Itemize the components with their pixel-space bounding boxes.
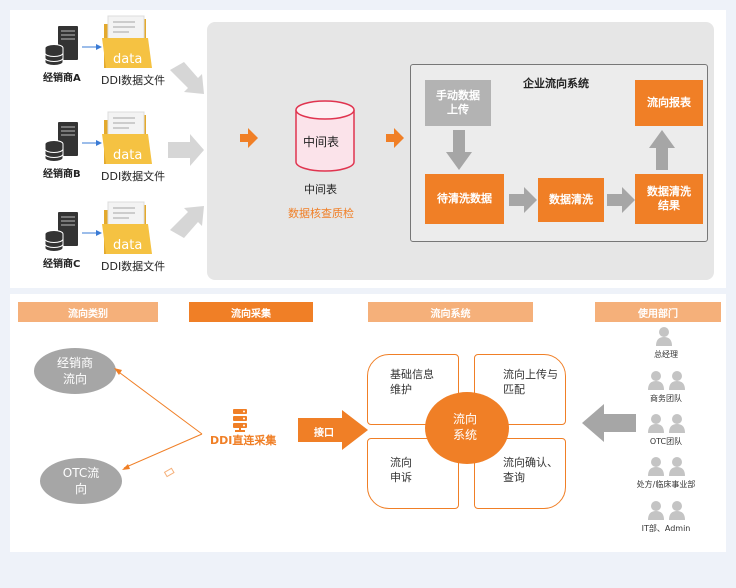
- ddi-file-label: DDI数据文件: [101, 170, 166, 183]
- ddi-collection-label: DDI直连采集: [210, 434, 277, 447]
- folder-data-label: data: [113, 52, 143, 67]
- manual-upload-box: 手动数据上传: [425, 80, 491, 126]
- arrow-right-2: [607, 187, 635, 213]
- category-otc: OTC流向: [40, 458, 122, 504]
- ddi-file-label: DDI数据文件: [101, 74, 166, 87]
- distributor-name: 经销商B: [43, 169, 81, 180]
- folder-icon: [102, 201, 152, 254]
- role-label: 处方/临床事业部: [636, 480, 696, 489]
- petal-bottom-right-text: 流向确认、查询: [503, 456, 558, 484]
- server-database-icon: [44, 122, 78, 162]
- person-icon: [648, 414, 685, 433]
- middle-table-subcaption: 数据核查质检: [288, 207, 354, 220]
- center-circle: [425, 392, 509, 464]
- role-label: 商务团队: [650, 394, 682, 403]
- arrow-to-middle-table: [240, 128, 258, 148]
- role-label: OTC团队: [649, 437, 683, 446]
- header-users: 使用部门: [595, 302, 721, 322]
- users-arrow: [582, 404, 636, 442]
- middle-table-cylinder: [295, 100, 355, 172]
- middle-table-caption: 中间表: [304, 183, 337, 196]
- center-label: 流向系统: [453, 412, 478, 442]
- category-distributor: 经销商流向: [34, 348, 116, 394]
- arrow-up: [649, 130, 675, 170]
- enterprise-system-title: 企业流向系统: [523, 77, 589, 90]
- blue-arrow-icon: [82, 230, 102, 236]
- petal-top-right: 流向上传与匹配: [474, 354, 566, 425]
- server-database-icon: [44, 26, 78, 66]
- server-icon: [233, 409, 247, 432]
- person-icon: [656, 327, 672, 346]
- folder-data-label: data: [113, 238, 143, 253]
- distributor-name: 经销商A: [43, 73, 81, 84]
- header-collection: 流向采集: [189, 302, 313, 322]
- role-label: IT部、Admin: [641, 524, 691, 533]
- interface-label: 接口: [314, 428, 334, 439]
- pending-clean-box: 待清洗数据: [425, 174, 504, 224]
- folder-data-label: data: [113, 148, 143, 163]
- person-icon: [648, 501, 685, 520]
- arrow-to-system: [386, 128, 404, 148]
- arrow-down: [446, 130, 472, 170]
- folder-icon: [102, 111, 152, 164]
- arrow-right-1: [509, 187, 537, 213]
- cylinder-label: 中间表: [303, 135, 340, 149]
- distributor-arrows: [168, 62, 204, 238]
- interface-arrow: [298, 410, 368, 450]
- category-connectors: [114, 368, 203, 478]
- folder-icon: [102, 15, 152, 68]
- report-box: 流向报表: [635, 80, 703, 126]
- server-database-icon: [44, 212, 78, 252]
- clean-result-box: 数据清洗结果: [635, 174, 703, 224]
- header-categories: 流向类别: [18, 302, 158, 322]
- distributor-name: 经销商C: [43, 259, 81, 270]
- petal-bottom-left-text: 流向申诉: [390, 456, 412, 484]
- cleaning-box: 数据清洗: [538, 178, 604, 222]
- role-label: 总经理: [654, 350, 678, 359]
- ddi-file-label: DDI数据文件: [101, 260, 166, 273]
- header-system: 流向系统: [368, 302, 533, 322]
- petal-top-left-text: 基础信息维护: [390, 368, 434, 396]
- person-icon: [648, 371, 685, 390]
- blue-arrow-icon: [82, 44, 102, 50]
- petal-bottom-right: 流向确认、查询: [474, 438, 566, 509]
- person-icon: [648, 457, 685, 476]
- petal-top-right-text: 流向上传与匹配: [503, 368, 558, 396]
- blue-arrow-icon: [82, 140, 102, 146]
